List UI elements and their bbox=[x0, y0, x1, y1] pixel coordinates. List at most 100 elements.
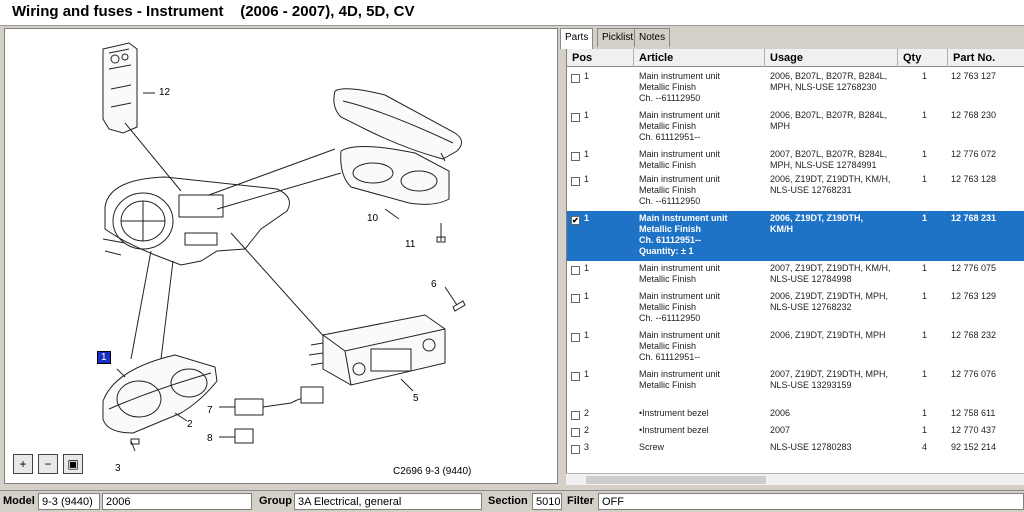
year-field[interactable]: 2006 bbox=[102, 493, 252, 510]
table-row[interactable]: 1 Main instrument unit Metallic Finish Ch… bbox=[567, 108, 1024, 147]
row-part-no: 12 768 232 bbox=[951, 330, 997, 340]
row-usage: 2006, Z19DT, Z19DTH, MPH bbox=[770, 330, 886, 340]
zoom-in-button[interactable]: + bbox=[13, 454, 33, 474]
row-pos: 1 bbox=[584, 213, 590, 223]
row-qty: 1 bbox=[922, 425, 928, 435]
row-article: Main instrument unit Metallic Finish Ch.… bbox=[639, 110, 721, 142]
table-row[interactable]: 1 Main instrument unit Metallic Finish Ch… bbox=[567, 172, 1024, 211]
row-usage: 2007, B207L, B207R, B284L, MPH, NLS-USE … bbox=[770, 149, 888, 170]
row-checkbox[interactable] bbox=[571, 152, 580, 161]
row-part-no: 12 768 230 bbox=[951, 110, 997, 120]
callout-1-selected[interactable]: 1 bbox=[97, 351, 111, 364]
row-qty: 1 bbox=[922, 71, 928, 81]
row-pos: 1 bbox=[584, 110, 590, 120]
row-part-no: 12 776 075 bbox=[951, 263, 997, 273]
parts-diagram[interactable]: 12 10 11 6 5 7 8 2 3 1 + − ▣ C2696 9-3 (… bbox=[4, 28, 558, 484]
group-label: Group bbox=[259, 495, 292, 507]
callout-8[interactable]: 8 bbox=[207, 433, 213, 444]
section-label: Section bbox=[488, 495, 528, 507]
row-checkbox[interactable] bbox=[571, 177, 580, 186]
row-pos: 1 bbox=[584, 291, 590, 301]
group-field[interactable]: 3A Electrical, general bbox=[294, 493, 482, 510]
model-label: Model bbox=[3, 495, 35, 507]
row-article: Main instrument unit Metallic Finish bbox=[639, 263, 721, 284]
table-row-selected[interactable]: ✔ 1 Main instrument unit Metallic Finish C… bbox=[567, 211, 1024, 261]
tab-picklist[interactable]: Picklist bbox=[597, 28, 639, 47]
row-qty: 1 bbox=[922, 149, 928, 159]
row-part-no: 12 770 437 bbox=[951, 425, 997, 435]
callout-5[interactable]: 5 bbox=[413, 393, 419, 404]
row-checkbox[interactable] bbox=[571, 333, 580, 342]
zoom-fit-button[interactable]: ▣ bbox=[63, 454, 83, 474]
callout-12[interactable]: 12 bbox=[159, 87, 171, 98]
row-checkbox[interactable] bbox=[571, 445, 580, 454]
row-checkbox[interactable] bbox=[571, 113, 580, 122]
row-checkbox[interactable] bbox=[571, 294, 580, 303]
row-part-no: 12 763 128 bbox=[951, 174, 997, 184]
row-checkbox[interactable] bbox=[571, 428, 580, 437]
table-row[interactable]: 1 Main instrument unit Metallic Finish Ch… bbox=[567, 328, 1024, 367]
window-title: Wiring and fuses - Instrument (2006 - 20… bbox=[12, 3, 415, 20]
row-usage: 2007 bbox=[770, 425, 791, 435]
model-field[interactable]: 9-3 (9440) bbox=[38, 493, 100, 510]
col-part-no[interactable]: Part No. bbox=[953, 52, 996, 64]
row-article: Main instrument unit Metallic Finish Ch.… bbox=[639, 174, 721, 206]
row-pos: 1 bbox=[584, 71, 590, 81]
row-checkbox[interactable] bbox=[571, 266, 580, 275]
row-pos: 3 bbox=[584, 442, 590, 452]
row-usage: 2006, Z19DT, Z19DTH, KM/H bbox=[770, 213, 864, 234]
row-pos: 1 bbox=[584, 369, 590, 379]
row-article: Main instrument unit Metallic Finish Ch.… bbox=[639, 330, 721, 362]
callout-10[interactable]: 10 bbox=[367, 213, 379, 224]
row-article: •Instrument bezel bbox=[639, 408, 709, 418]
row-usage: 2006 bbox=[770, 408, 791, 418]
row-part-no: 12 776 072 bbox=[951, 149, 997, 159]
row-checkbox[interactable] bbox=[571, 411, 580, 420]
row-part-no: 12 763 127 bbox=[951, 71, 997, 81]
row-checkbox[interactable] bbox=[571, 372, 580, 381]
row-qty: 1 bbox=[922, 174, 928, 184]
section-field[interactable]: 5010 bbox=[532, 493, 562, 510]
row-part-no: 12 758 611 bbox=[951, 408, 996, 418]
filter-field[interactable]: OFF bbox=[598, 493, 1024, 510]
callout-2[interactable]: 2 bbox=[187, 419, 193, 430]
horizontal-scrollbar[interactable] bbox=[566, 473, 1024, 485]
row-usage: NLS-USE 12780283 bbox=[770, 442, 852, 452]
col-qty[interactable]: Qty bbox=[898, 49, 948, 67]
callout-7[interactable]: 7 bbox=[207, 405, 213, 416]
status-bar: Model 9-3 (9440) 2006 Group 3A Electrica… bbox=[0, 490, 1024, 512]
tab-notes[interactable]: Notes bbox=[634, 28, 671, 47]
table-row[interactable]: 1 Main instrument unit Metallic Finish 200… bbox=[567, 367, 1024, 406]
row-article: Main instrument unit Metallic Finish bbox=[639, 369, 721, 390]
col-article[interactable]: Article bbox=[634, 49, 765, 67]
callout-6[interactable]: 6 bbox=[431, 279, 437, 290]
col-pos[interactable]: Pos bbox=[567, 49, 634, 67]
scrollbar-thumb[interactable] bbox=[586, 476, 766, 484]
row-checkbox[interactable]: ✔ bbox=[571, 216, 580, 225]
row-article: Main instrument unit Metallic Finish Ch.… bbox=[639, 213, 728, 256]
row-pos: 1 bbox=[584, 263, 590, 273]
row-checkbox[interactable] bbox=[571, 74, 580, 83]
callout-11[interactable]: 11 bbox=[405, 239, 416, 250]
row-usage: 2006, B207L, B207R, B284L, MPH bbox=[770, 110, 888, 131]
row-part-no: 12 768 231 bbox=[951, 213, 997, 223]
tab-parts[interactable]: Parts bbox=[560, 28, 594, 49]
row-part-no: 12 776 076 bbox=[951, 369, 997, 379]
zoom-out-button[interactable]: − bbox=[38, 454, 58, 474]
callout-3[interactable]: 3 bbox=[115, 463, 121, 474]
row-qty: 1 bbox=[922, 291, 928, 301]
row-usage: 2007, Z19DT, Z19DTH, MPH, NLS-USE 132931… bbox=[770, 369, 889, 390]
zoom-out-icon: − bbox=[44, 457, 52, 471]
col-usage[interactable]: Usage bbox=[765, 49, 898, 67]
row-pos: 1 bbox=[584, 330, 590, 340]
row-part-no: 12 763 129 bbox=[951, 291, 997, 301]
row-article: Screw bbox=[639, 442, 665, 452]
row-qty: 4 bbox=[922, 442, 928, 452]
